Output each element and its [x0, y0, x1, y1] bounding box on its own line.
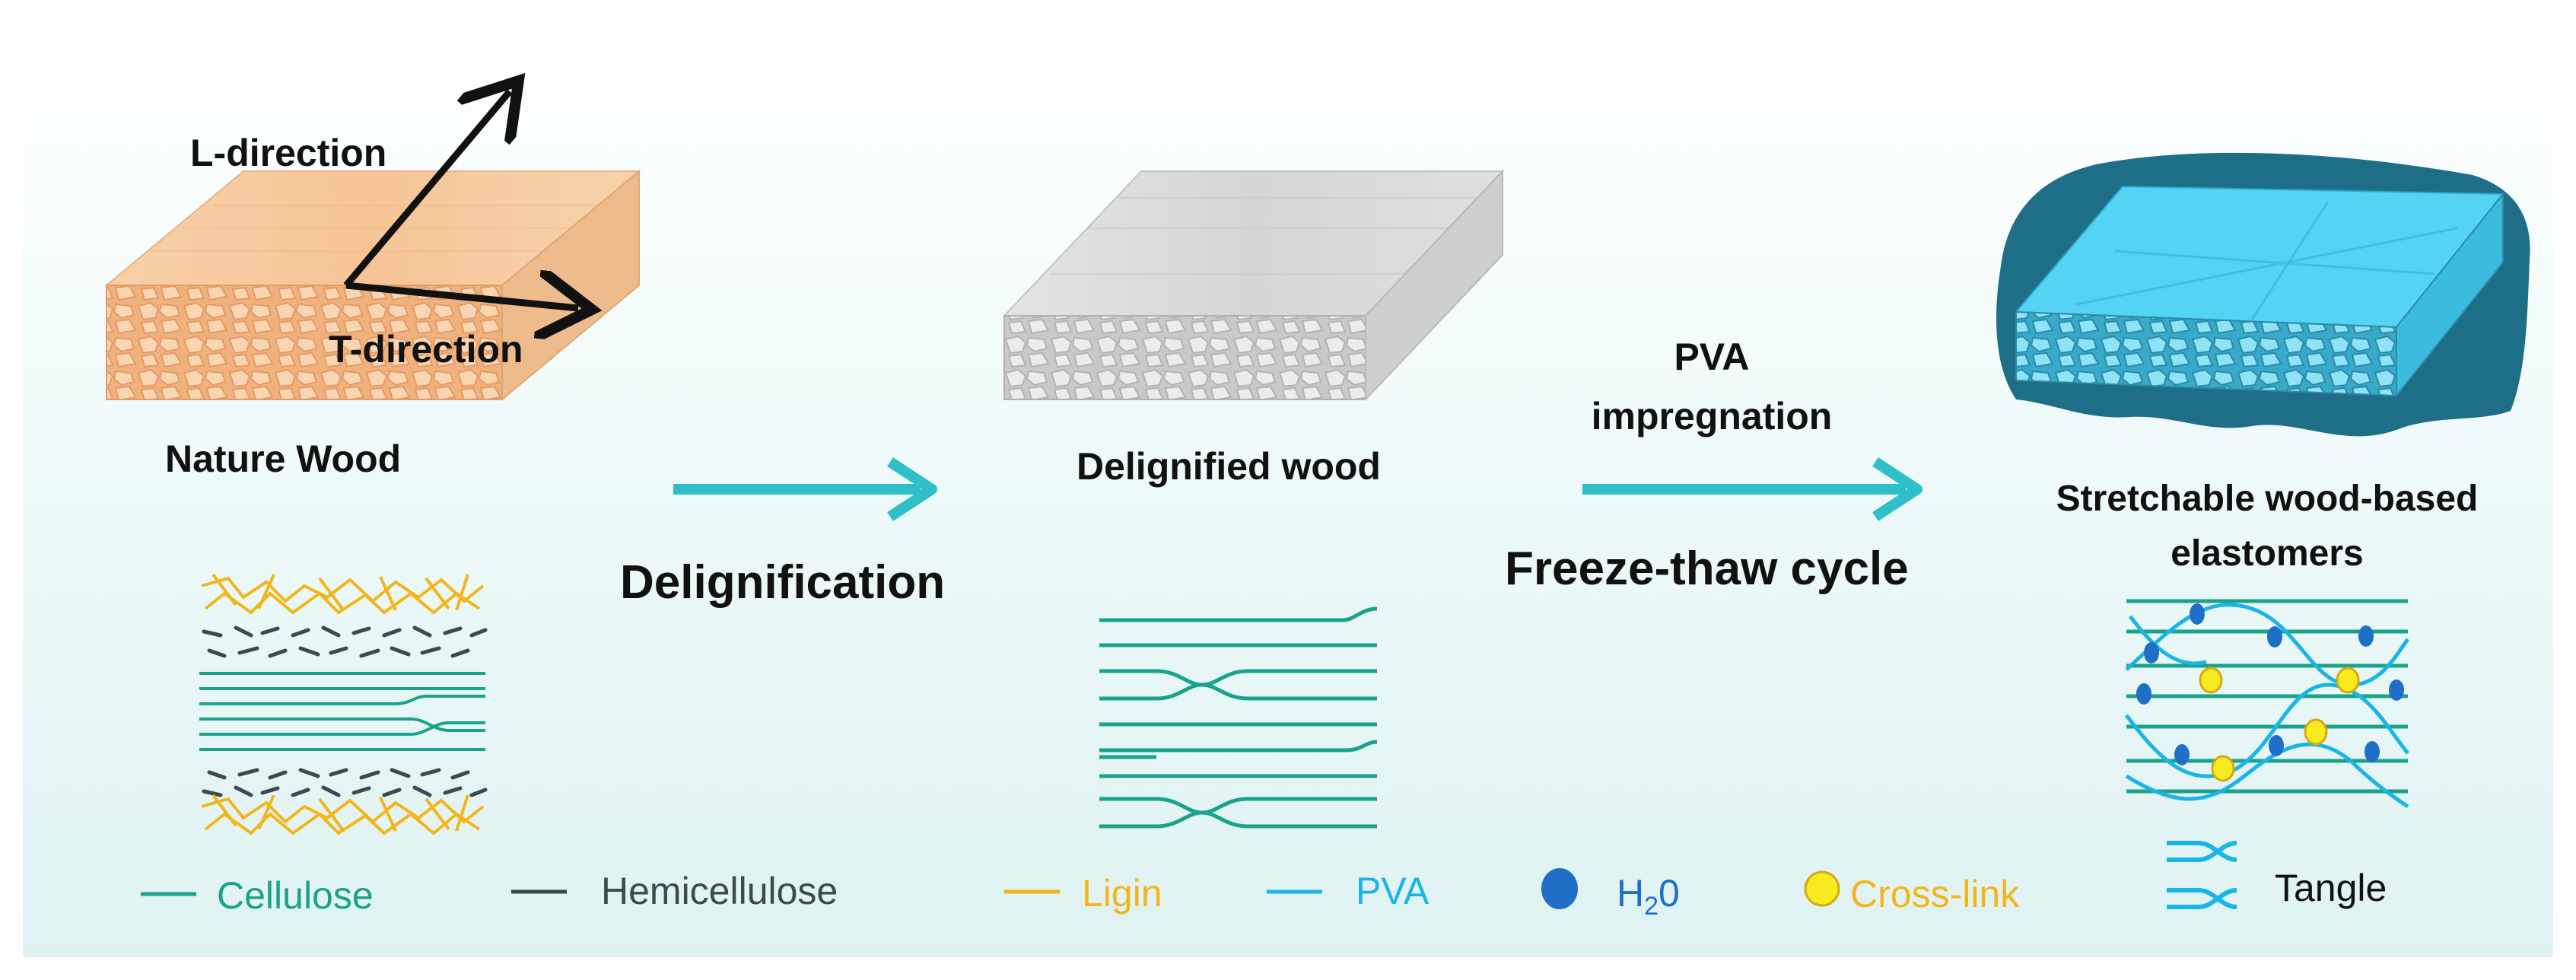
delignified-structure	[1099, 606, 1378, 829]
legend-markers	[141, 841, 2237, 909]
elastomer-front	[2015, 310, 2397, 397]
legend-hemicellulose-label: Hemicellulose	[601, 870, 838, 912]
cellulose-middle-layer	[199, 672, 485, 751]
legend-tangle-swatch	[2167, 841, 2237, 909]
legend-h2o-sub: 2	[1644, 892, 1659, 921]
legend-ligin-label: Ligin	[1082, 872, 1162, 915]
nature-wood-label: Nature Wood	[165, 438, 402, 480]
elastomer-label-line1: Stretchable wood-based	[2056, 479, 2479, 519]
elastomer-block	[1996, 152, 2530, 437]
legend-cross-link-label: Cross-link	[1850, 873, 2020, 915]
impregnation-label: impregnation	[1591, 395, 1833, 438]
direction-axes	[343, 91, 578, 308]
legend-h2o-swatch	[1541, 868, 1578, 909]
elastomer-structure	[2125, 599, 2410, 809]
lignin-bottom-layer	[201, 794, 485, 835]
pva-label: PVA	[1674, 336, 1750, 378]
legend-h2o-suffix: 0	[1658, 872, 1680, 915]
elastomer-water	[2136, 603, 2404, 765]
nature-wood-block	[104, 169, 641, 402]
delignification-label: Delignification	[620, 556, 946, 609]
delignification-arrow	[673, 457, 937, 521]
hemicellulose-bottom-layer	[202, 768, 488, 797]
l-direction-label: L-direction	[190, 132, 387, 174]
legend-h2o-h: H	[1617, 872, 1645, 915]
pva-impregnation-arrow	[1582, 457, 1922, 521]
legend-h2o-label: H20	[1617, 871, 1680, 921]
hemicellulose-top-layer	[202, 625, 488, 658]
t-direction-label: T-direction	[329, 328, 523, 371]
delignified-side	[1365, 169, 1503, 402]
nature-wood-structure	[199, 573, 488, 835]
legend-tangle-label: Tangle	[2275, 867, 2387, 909]
legend-cross-link-swatch	[1804, 870, 1840, 907]
legend-pva-label: PVA	[1356, 870, 1430, 912]
legend-cellulose-label: Cellulose	[217, 874, 374, 917]
l-direction-arrow	[343, 91, 510, 288]
delignified-front	[1003, 315, 1366, 400]
elastomer-crosslinks	[2199, 667, 2360, 782]
delignified-wood-block	[1002, 169, 1505, 402]
lignin-top-layer	[201, 573, 485, 615]
elastomer-side	[2396, 192, 2504, 398]
elastomer-label-line2: elastomers	[2171, 533, 2364, 574]
freeze-thaw-label: Freeze-thaw cycle	[1505, 542, 1909, 595]
delignified-wood-label: Delignified wood	[1077, 445, 1381, 488]
t-direction-arrow	[345, 285, 578, 308]
